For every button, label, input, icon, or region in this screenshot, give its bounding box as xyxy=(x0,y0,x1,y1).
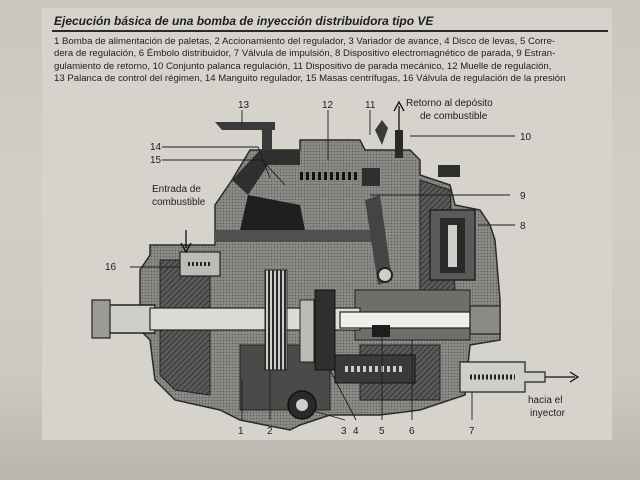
callout-4: 4 xyxy=(353,426,359,437)
flow-arrows xyxy=(180,100,580,383)
lever-pivot xyxy=(377,267,393,283)
timing-device xyxy=(287,354,416,420)
callout-numbers: 13 12 11 10 14 15 9 8 16 1 2 3 4 5 6 7 xyxy=(105,100,532,437)
cam-disc xyxy=(299,289,336,371)
flyweights xyxy=(240,195,305,230)
callout-3: 3 xyxy=(341,426,347,437)
callout-2: 2 xyxy=(267,426,273,437)
delivery-valve xyxy=(459,361,546,393)
callout-15: 15 xyxy=(150,155,162,166)
control-collar xyxy=(372,325,390,337)
return-outlet xyxy=(395,130,403,158)
spring-seat xyxy=(362,168,380,186)
injector-label-line2: inyector xyxy=(530,408,566,419)
callout-11: 11 xyxy=(365,100,376,111)
legend-line: dera de regulación, 6 Émbolo distribuido… xyxy=(54,48,556,60)
legend-line: 13 Palanca de control del régimen, 14 Ma… xyxy=(54,72,566,84)
callout-1: 1 xyxy=(238,426,244,437)
regulator-section xyxy=(215,120,460,285)
callout-9: 9 xyxy=(520,191,526,202)
flow-labels: Entrada de combustible Retorno al depósi… xyxy=(152,98,566,419)
title-rule xyxy=(52,30,608,32)
callout-14: 14 xyxy=(150,142,162,153)
callout-6: 6 xyxy=(409,426,415,437)
mechanical-stop xyxy=(375,120,388,145)
figure-legend: 1 Bomba de alimentación de paletas, 2 Ac… xyxy=(54,36,610,85)
callout-8: 8 xyxy=(520,221,526,232)
return-throttle-screw xyxy=(438,165,460,177)
callout-5: 5 xyxy=(379,426,385,437)
leader-lines xyxy=(130,110,515,421)
injector-label-line1: hacia el xyxy=(528,395,562,406)
governor-sleeve xyxy=(232,150,300,195)
callout-16: 16 xyxy=(105,262,117,273)
pressure-regulating-valve xyxy=(179,251,221,277)
distributor-plunger xyxy=(339,305,501,337)
return-label-line2: de combustible xyxy=(420,111,488,122)
governor-drive-gear xyxy=(264,269,288,371)
legend-line: 1 Bomba de alimentación de paletas, 2 Ac… xyxy=(54,36,556,47)
control-lever-assembly xyxy=(365,195,392,285)
return-label-line1: Retorno al depósito xyxy=(406,98,493,109)
callout-12: 12 xyxy=(322,100,334,111)
callout-7: 7 xyxy=(469,426,475,437)
figure-title: Ejecución básica de una bomba de inyecci… xyxy=(54,14,434,28)
legend-line: gulamiento de retorno, 10 Conjunto palan… xyxy=(54,60,552,72)
callout-10: 10 xyxy=(520,132,532,143)
governor-shaft xyxy=(215,230,375,242)
fuel-inlet-label-line1: Entrada de xyxy=(152,184,201,195)
control-lever-shaft xyxy=(262,128,272,158)
callout-13: 13 xyxy=(238,100,250,111)
fuel-inlet-label-line2: combustible xyxy=(152,197,206,208)
control-lever-plate xyxy=(215,122,275,130)
electromagnetic-stop-device xyxy=(429,209,476,281)
